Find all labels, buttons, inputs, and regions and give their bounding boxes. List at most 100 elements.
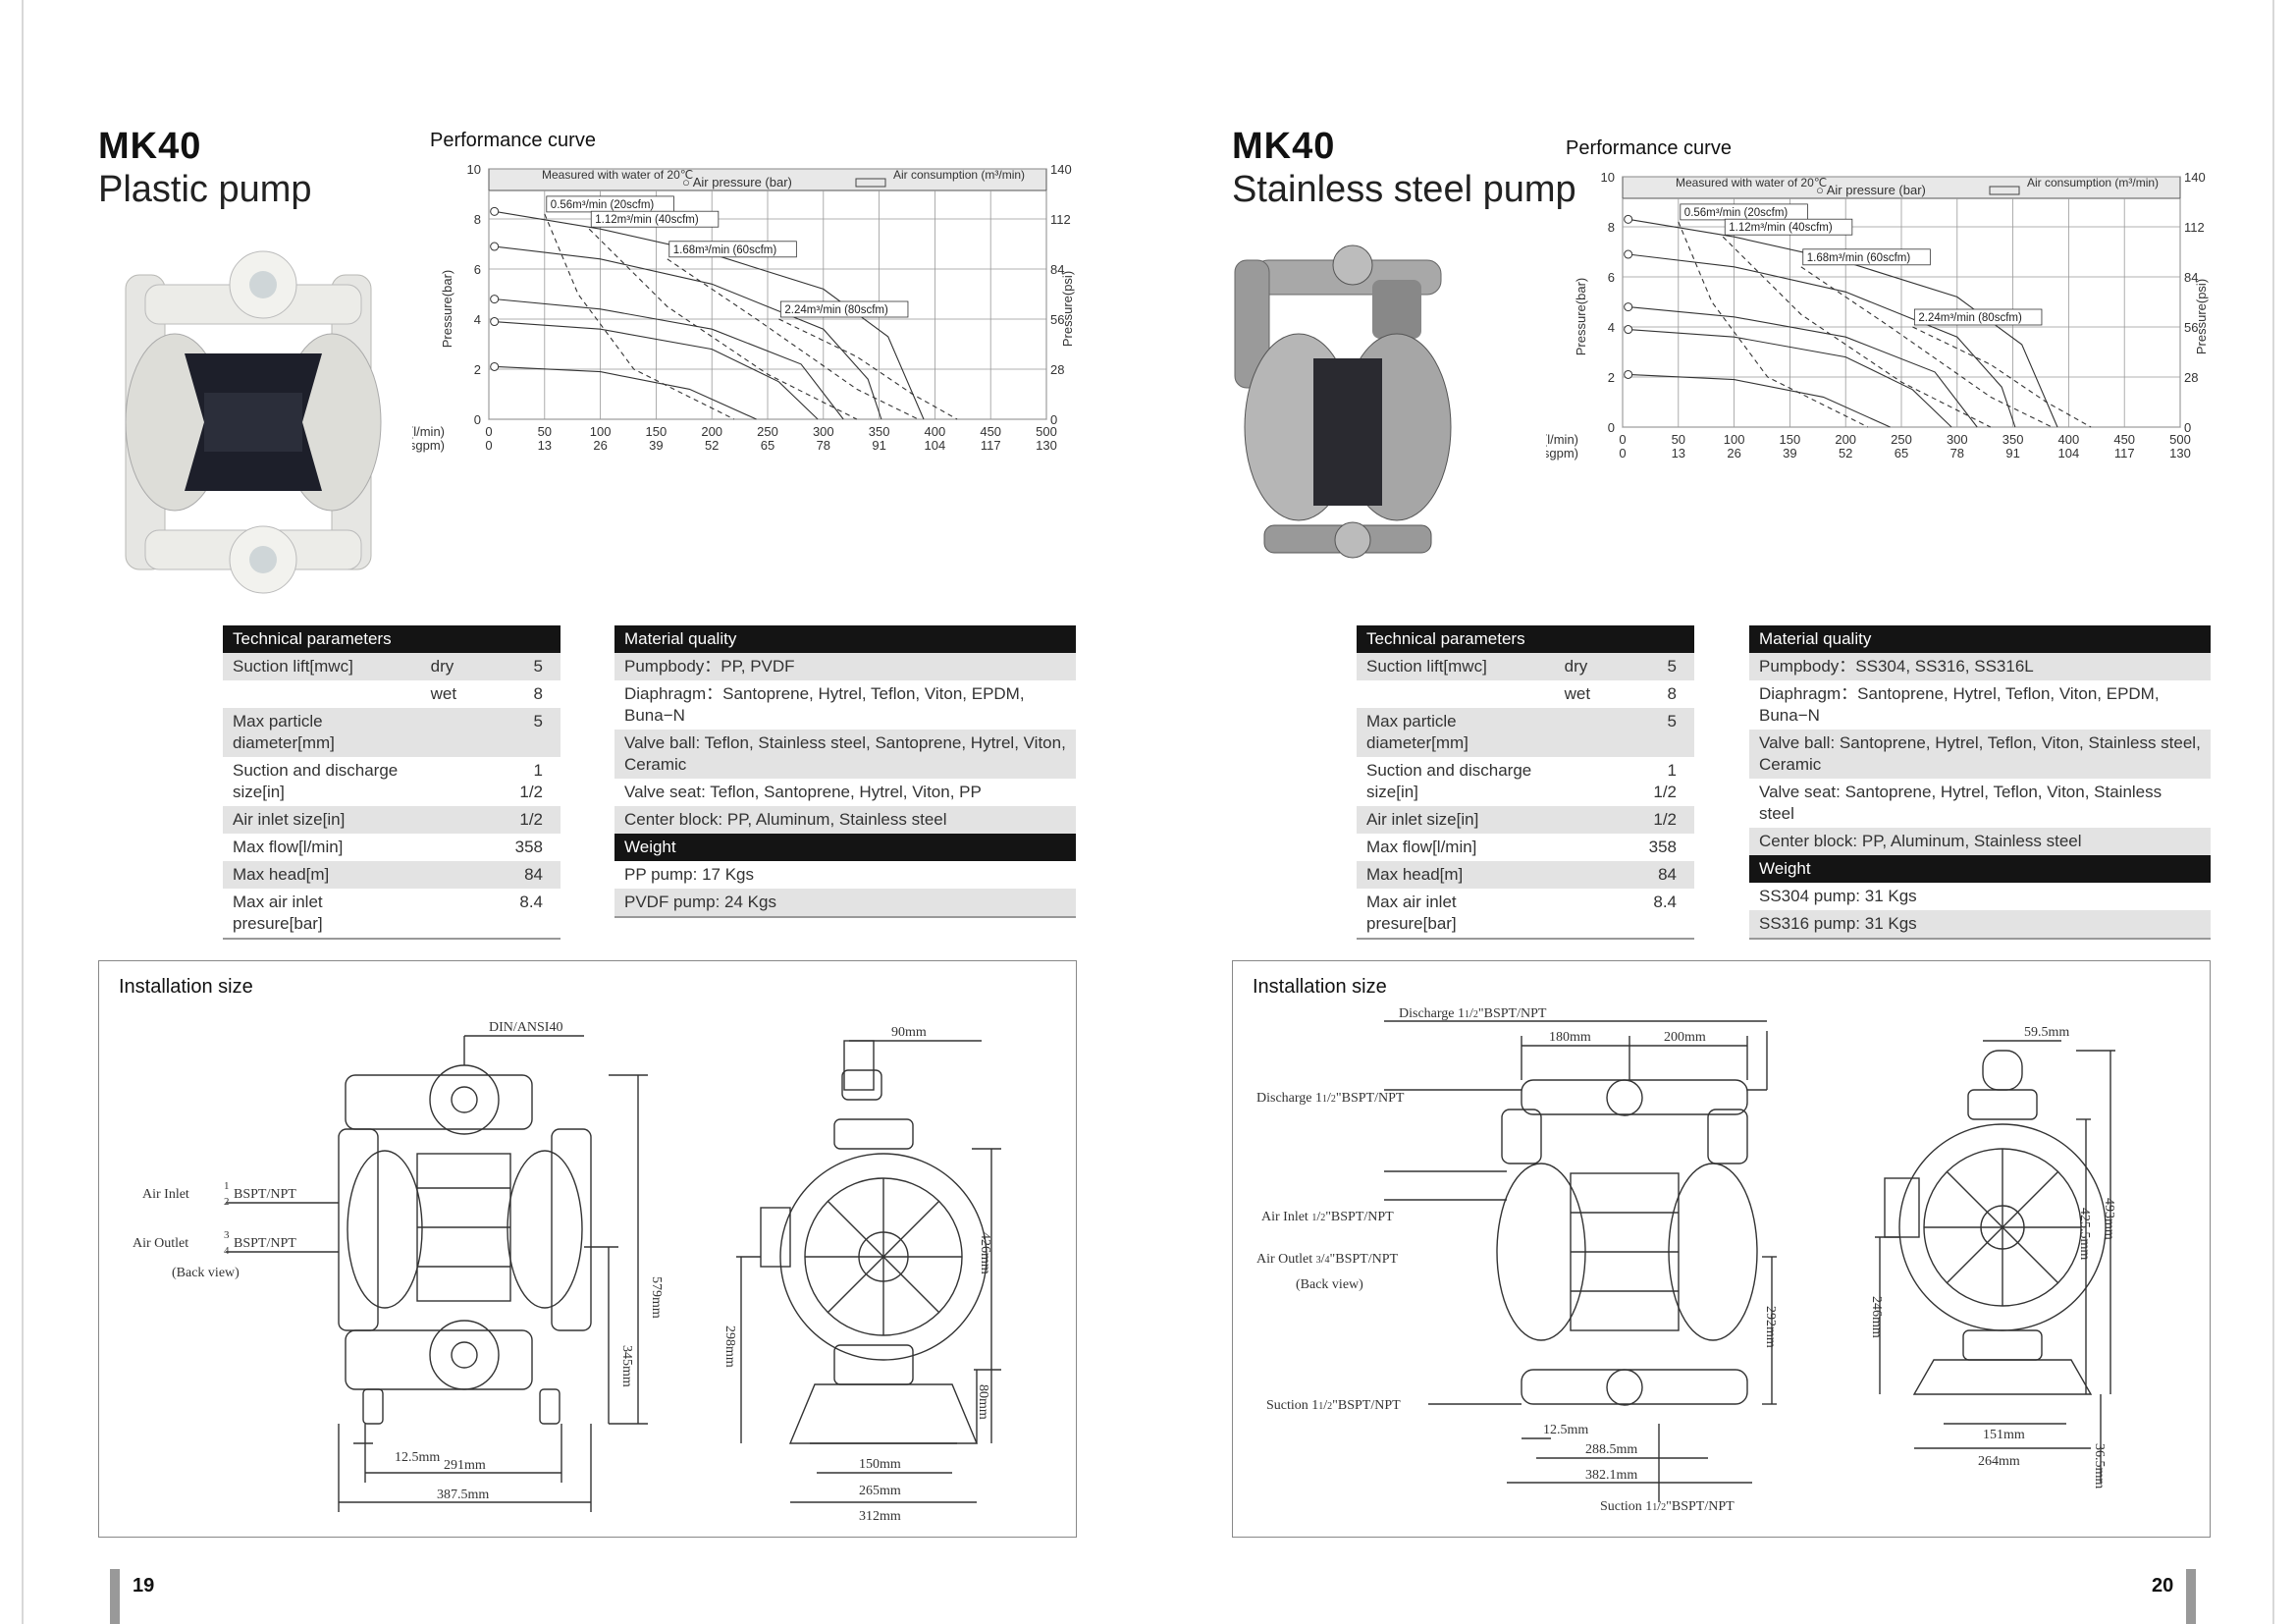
tech-header: Technical parameters (1357, 625, 1694, 653)
dim-246: 246mm (1869, 1296, 1884, 1338)
air-inlet-label: Air Inlet 1/2"BSPT/NPT (1261, 1210, 1394, 1224)
pressure-curve (1628, 306, 1978, 428)
dim-90: 90mm (891, 1025, 927, 1040)
tech-sub (1554, 708, 1633, 757)
dim-59-5: 59.5mm (2024, 1025, 2069, 1040)
y-tick-bar: 4 (474, 312, 481, 327)
x-tick-lpm: 250 (757, 424, 778, 439)
material-row: Valve ball: Teflon, Stainless steel, San… (614, 730, 1076, 779)
x-tick-lpm: 0 (1619, 432, 1626, 447)
dim-387-5: 387.5mm (437, 1488, 489, 1502)
tech-sub (421, 834, 500, 861)
y-tick-bar: 8 (474, 212, 481, 227)
y-tick-psi: 28 (1050, 362, 1064, 377)
pressure-curve (494, 321, 819, 420)
weight-row: PP pump: 17 Kgs (614, 861, 1076, 889)
material-row: Pumpbody：PP, PVDF (614, 653, 1076, 680)
y-tick-psi: 0 (1050, 412, 1057, 427)
air-inlet-label: Air Inlet (142, 1187, 189, 1202)
dim-din: DIN/ANSI40 (489, 1020, 562, 1035)
dim-291: 291mm (444, 1458, 486, 1473)
back-view-label: (Back view) (1296, 1277, 1363, 1292)
tech-sub: wet (1564, 684, 1591, 703)
material-text: Diaphragm：Santoprene, Hytrel, Teflon, Vi… (1759, 684, 2160, 725)
tech-value: 8 (1667, 684, 1677, 703)
consumption-label: 1.12m³/min (40scfm) (595, 214, 699, 226)
tech-value: 358 (514, 838, 543, 856)
y-label-right: Pressure(psi) (1060, 271, 1075, 347)
left-page-edge (22, 0, 24, 1624)
material-row: Valve ball: Santoprene, Hytrel, Teflon, … (1749, 730, 2211, 779)
tech-sub (1554, 861, 1633, 889)
pressure-marker (1624, 325, 1633, 335)
model-name: MK40 (98, 126, 202, 167)
performance-title: Performance curve (430, 130, 596, 151)
y-tick-bar: 0 (1608, 420, 1615, 435)
y-tick-bar: 10 (1601, 170, 1615, 185)
x-tick-lpm: 50 (538, 424, 552, 439)
frac-tq-num: 3 (224, 1229, 230, 1241)
x-tick-lpm: 400 (925, 424, 946, 439)
tech-label: Max air inlet presure[bar] (1357, 889, 1555, 940)
tech-value: 84 (499, 861, 561, 889)
tech-sub (420, 806, 500, 834)
chart-legend-measured: Measured with water of 20℃ (1676, 176, 1827, 189)
tech-label: Max particle diameter[mm] (223, 708, 421, 757)
material-row: Center block: PP, Aluminum, Stainless st… (1749, 828, 2211, 855)
tech-label: Max flow[l/min] (233, 838, 344, 856)
material-row: Diaphragm：Santoprene, Hytrel, Teflon, Vi… (614, 680, 1076, 730)
tech-sub: dry (1554, 653, 1633, 680)
chart-legend-swatch (1989, 186, 2020, 195)
x-tick-usgpm: 52 (705, 438, 719, 453)
material-text: Pumpbody：PP, PVDF (614, 653, 1076, 680)
weight-text: SS316 pump: 31 Kgs (1749, 910, 2211, 940)
consumption-label: 1.68m³/min (60scfm) (673, 244, 777, 256)
dim-382-1: 382.1mm (1585, 1468, 1637, 1483)
consumption-label-box (779, 300, 909, 318)
x-tick-usgpm: 39 (1783, 446, 1796, 460)
tech-value: 1/2 (1632, 806, 1694, 834)
dim-579: 579mm (649, 1276, 664, 1319)
consumption-label: 0.56m³/min (20scfm) (551, 199, 655, 211)
tech-value: 8 (533, 684, 543, 703)
weight-text: PVDF pump: 24 Kgs (614, 889, 1076, 918)
technical-parameters-table: Technical parameters Suction lift[mwc]dr… (223, 625, 561, 940)
consumption-label-box (1802, 248, 1931, 266)
y-label-left: Pressure(bar) (1574, 278, 1588, 355)
chart-legend-air-pressure: ○ Air pressure (bar) (1816, 183, 1926, 197)
tech-row: wet 8 (1357, 680, 1694, 708)
tech-row: Air inlet size[in]1/2 (1357, 806, 1694, 834)
right-page-edge (2272, 0, 2274, 1624)
x-tick-lpm: 300 (813, 424, 834, 439)
pressure-curve (494, 245, 882, 420)
y-tick-psi: 140 (1050, 162, 1072, 177)
installation-drawing-left: DIN/ANSI40 Air Inlet 1 2 BSPT/NPT Air Ou… (133, 1020, 1001, 1522)
consumption-label: 1.68m³/min (60scfm) (1807, 252, 1911, 264)
page-number: 19 (133, 1575, 155, 1597)
x-label-lpm: Q(l/min) (1546, 432, 1578, 447)
x-tick-usgpm: 117 (981, 438, 1001, 453)
y-tick-psi: 140 (2184, 170, 2206, 185)
y-tick-psi: 56 (1050, 312, 1064, 327)
performance-chart: 0050131002615039200522506530078350914001… (412, 162, 1075, 453)
x-tick-usgpm: 13 (1672, 446, 1685, 460)
y-tick-bar: 4 (1608, 320, 1615, 335)
tech-value: 5 (499, 653, 561, 680)
x-tick-usgpm: 0 (1619, 446, 1626, 460)
tech-sub (1554, 889, 1633, 940)
tech-value: 1 1/2 (1653, 761, 1677, 801)
pressure-marker (490, 242, 500, 251)
suction-bottom-label: Suction 11/2"BSPT/NPT (1600, 1499, 1735, 1514)
weight-text: PP pump: 17 Kgs (624, 865, 754, 884)
discharge-top-label: Discharge 11/2"BSPT/NPT (1399, 1006, 1547, 1021)
y-label-left: Pressure(bar) (440, 270, 454, 348)
x-label-lpm: Q(l/min) (412, 424, 445, 439)
plastic-pump-photo (106, 245, 400, 609)
x-tick-usgpm: 26 (1727, 446, 1740, 460)
dim-150: 150mm (859, 1457, 901, 1472)
x-label-usgpm: Q(usgpm) (412, 438, 445, 453)
y-tick-psi: 84 (1050, 262, 1064, 277)
tech-label: Suction lift[mwc] (223, 653, 421, 680)
chart-legend-measured: Measured with water of 20℃ (542, 168, 693, 182)
